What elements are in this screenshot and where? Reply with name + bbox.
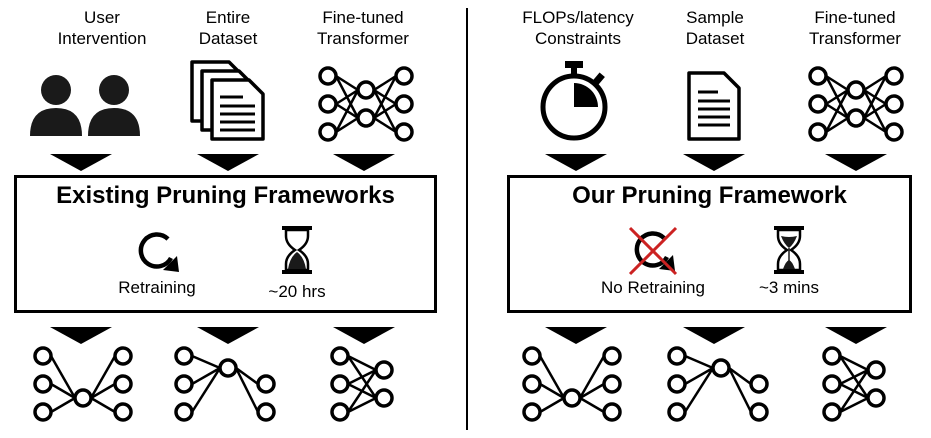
arrow-down-icon [197, 327, 259, 344]
pruned-network-icon [822, 346, 886, 422]
item-label-time-right: ~3 mins [759, 278, 819, 297]
frame-title: Our Pruning Framework [572, 182, 847, 209]
users-icon [30, 75, 140, 136]
frame-title: Existing Pruning Frameworks [56, 182, 395, 209]
documents-stack-icon [190, 60, 265, 141]
arrow-down-icon [197, 154, 259, 171]
pruned-network-icon [33, 346, 133, 422]
retrain-cycle-icon [138, 232, 179, 272]
document-icon [687, 71, 741, 141]
neural-network-icon [318, 66, 414, 142]
arrow-down-icon [683, 154, 745, 171]
arrow-down-icon [545, 154, 607, 171]
item-label-time-left: ~20 hrs [268, 282, 326, 301]
pruned-network-icon [667, 346, 769, 422]
hourglass-icon [282, 226, 312, 274]
arrow-down-icon [50, 154, 112, 171]
pruned-network-icon [330, 346, 394, 422]
crossed-retrain-cycle-icon [628, 226, 678, 276]
our-framework-box: Our Pruning Framework No Retraining ~3 m… [507, 175, 912, 313]
arrow-down-icon [333, 327, 395, 344]
section-divider [466, 8, 468, 430]
item-label-no-retraining: No Retraining [601, 278, 705, 297]
existing-frameworks-box: Existing Pruning Frameworks Retraining ~… [14, 175, 437, 313]
hourglass-icon [774, 226, 804, 274]
stopwatch-icon [540, 61, 608, 141]
pruned-network-icon [174, 346, 276, 422]
arrow-down-icon [545, 327, 607, 344]
arrow-down-icon [50, 327, 112, 344]
neural-network-icon [808, 66, 904, 142]
arrow-down-icon [683, 327, 745, 344]
pruned-network-icon [522, 346, 622, 422]
arrow-down-icon [825, 327, 887, 344]
item-label-retraining: Retraining [118, 278, 196, 297]
arrow-down-icon [333, 154, 395, 171]
arrow-down-icon [825, 154, 887, 171]
